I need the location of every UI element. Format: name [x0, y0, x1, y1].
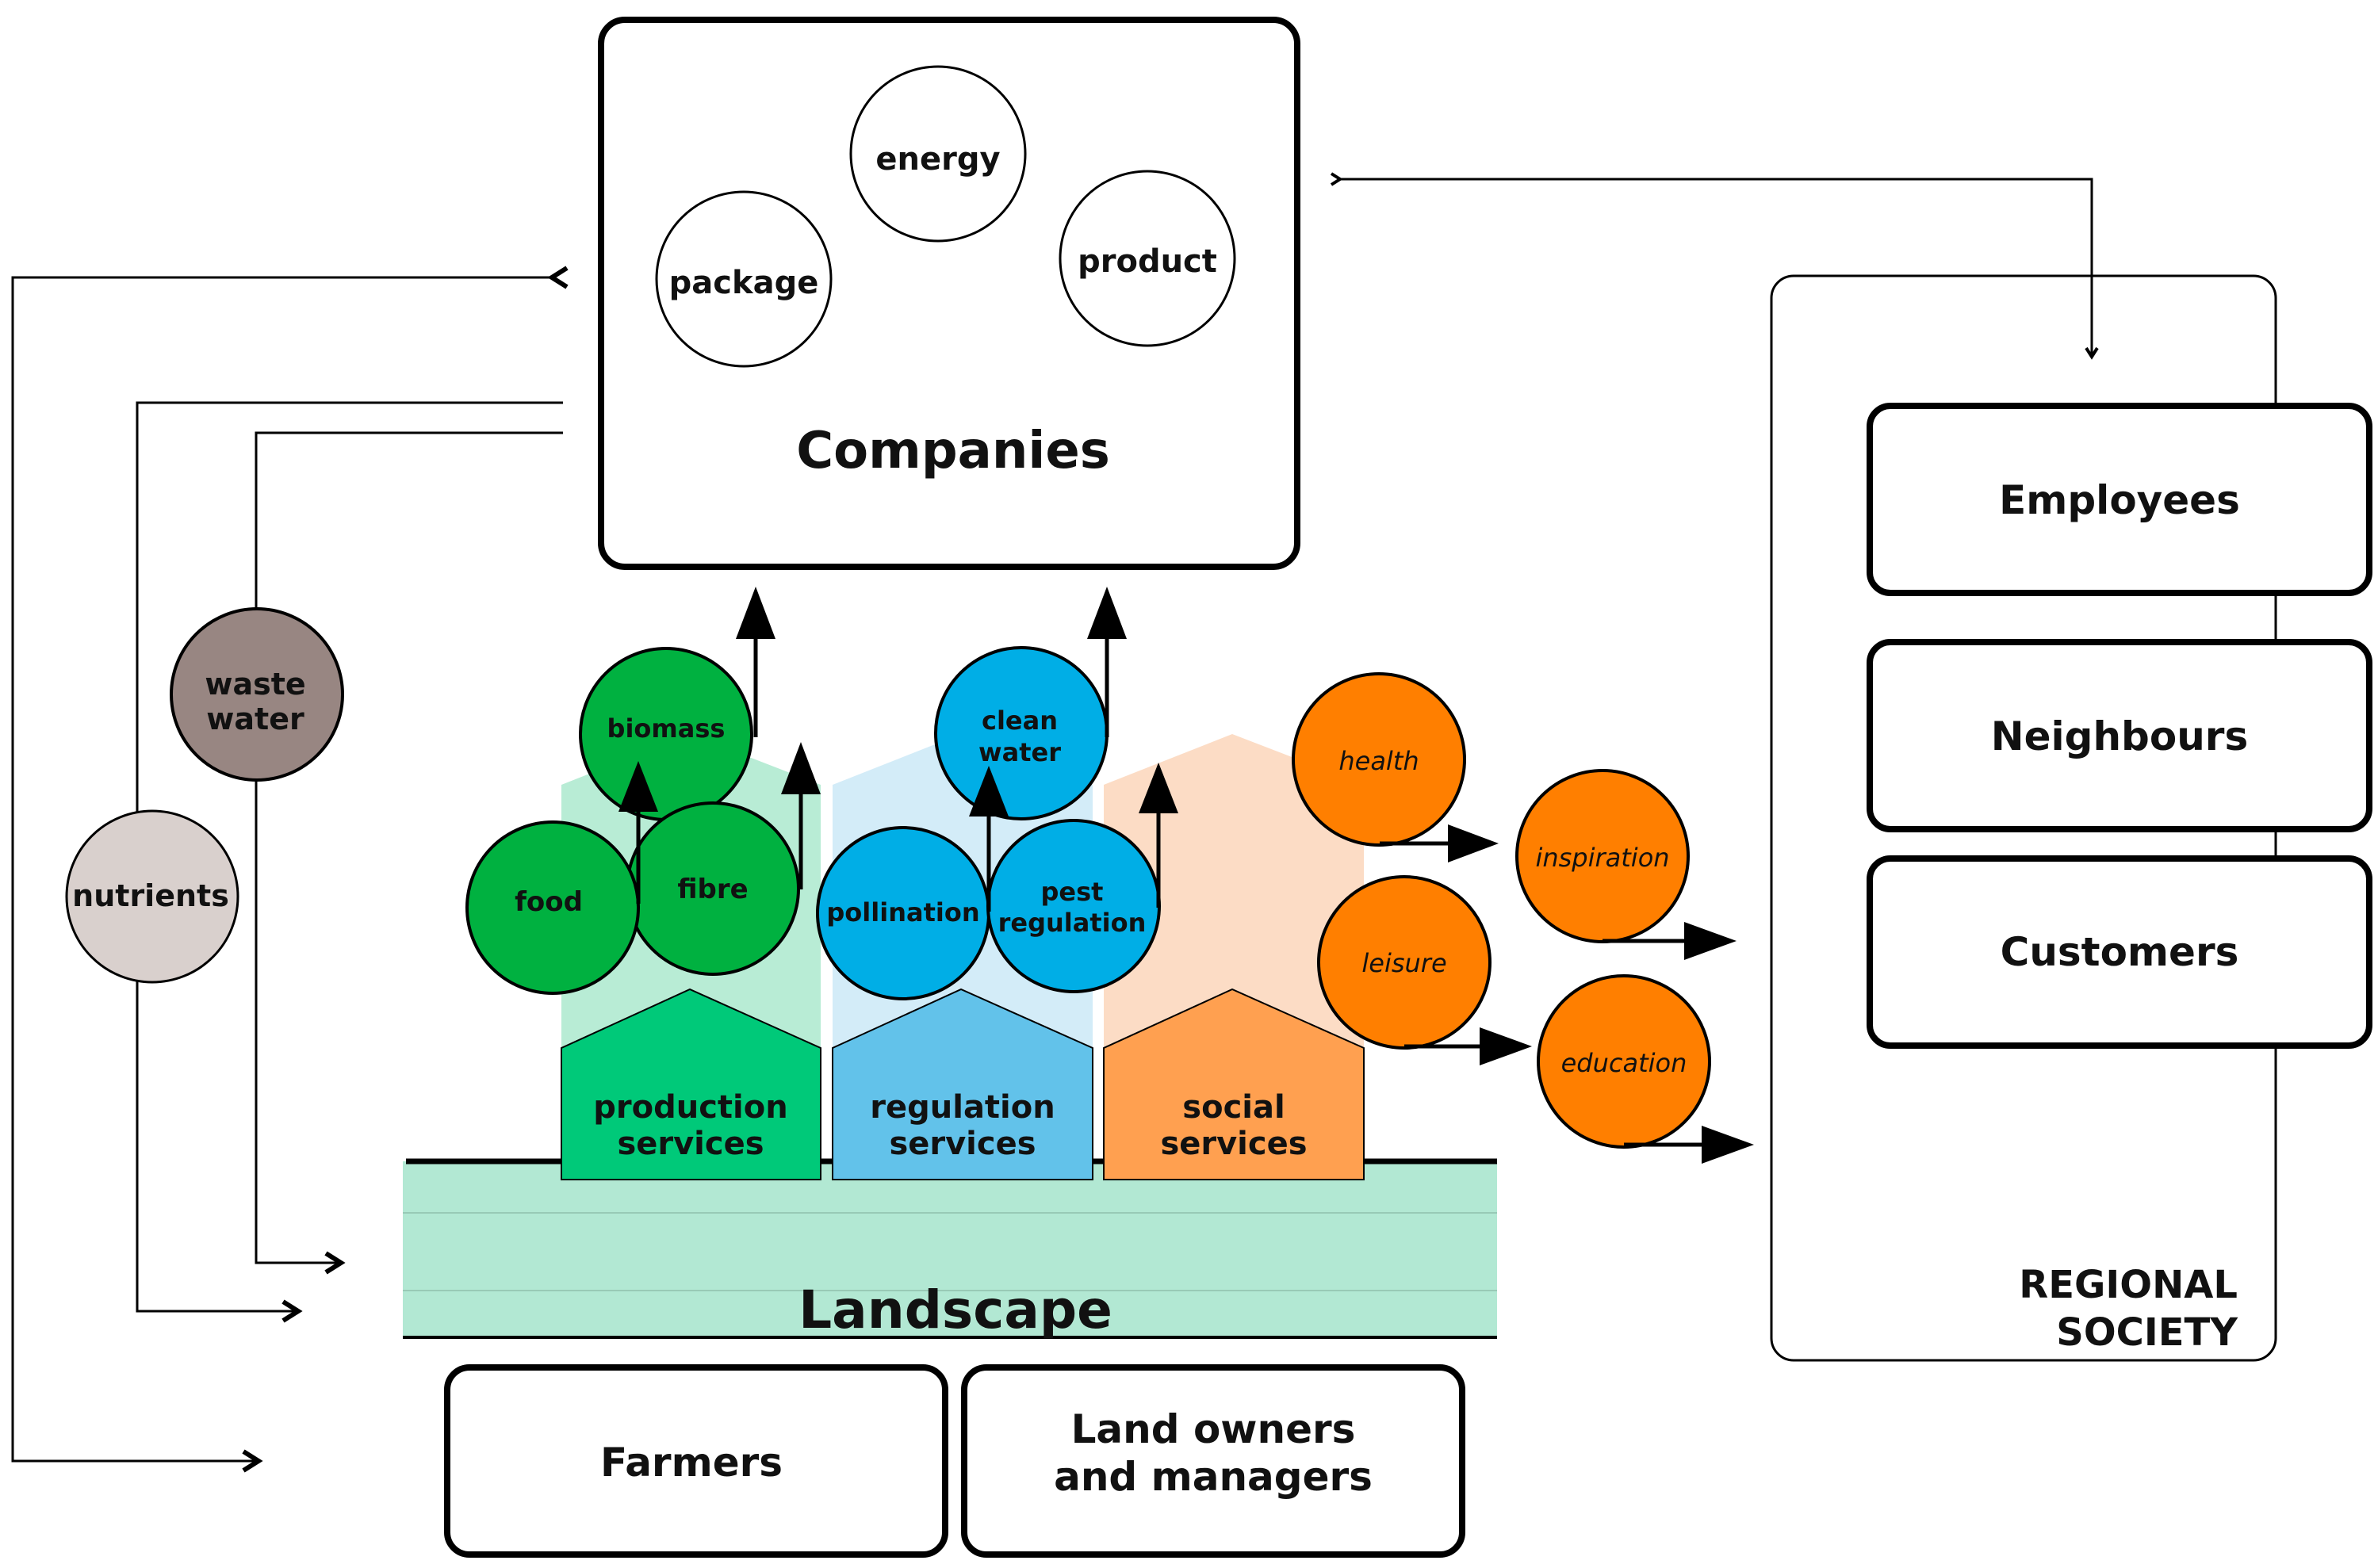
package-label: package — [669, 265, 819, 301]
social-label-2: services — [1160, 1126, 1307, 1162]
energy-circle — [849, 65, 1027, 243]
production-items: biomass fibre food — [465, 647, 800, 995]
clean-water-label-2: water — [978, 737, 1061, 767]
energy-label: energy — [875, 141, 1000, 178]
arrow-pest-head — [1139, 763, 1178, 813]
production-label-1: production — [593, 1089, 787, 1126]
arrow-food-head — [618, 761, 658, 812]
regulation-label-2: services — [889, 1126, 1036, 1162]
neighbours-box — [1867, 639, 2372, 832]
leisure-label: leisure — [1361, 948, 1446, 978]
customers-box — [1867, 855, 2372, 1049]
arrow-fibre-head — [781, 742, 821, 794]
pollination-label: pollination — [826, 897, 979, 927]
flow-waste-water-line — [255, 431, 563, 1275]
waste-water-node: waste water — [170, 607, 344, 782]
fibre-label: fibre — [677, 874, 748, 905]
customers-label: Customers — [2001, 929, 2239, 975]
food-label: food — [515, 886, 583, 918]
arrow-health-head — [1448, 824, 1499, 862]
regulation-house-shape — [832, 988, 1093, 1180]
companies-box — [598, 17, 1300, 570]
regional-society-title-2: SOCIETY — [2056, 1310, 2238, 1355]
social-label-1: social — [1182, 1089, 1285, 1126]
biomass-label: biomass — [607, 713, 726, 744]
package-circle — [655, 190, 833, 368]
waste-water-circle — [170, 607, 344, 782]
product-circle — [1059, 170, 1236, 347]
arrow-pollination-head — [969, 766, 1009, 817]
rightward-arrows — [1380, 824, 1754, 1164]
arrow-education-head — [1702, 1126, 1754, 1164]
companies-title: Companies — [796, 422, 1110, 480]
clean-water-label-1: clean — [982, 706, 1058, 736]
companies-group: energy package product Companies — [598, 17, 1300, 570]
social-items: health inspiration leisure education — [1292, 672, 1711, 1149]
health-label: health — [1338, 746, 1419, 776]
education-circle — [1537, 974, 1711, 1149]
landscape-title: Landscape — [798, 1279, 1112, 1340]
companies-society-link — [1330, 172, 2099, 360]
waste-water-label-2: water — [206, 702, 304, 736]
inspiration-label: inspiration — [1535, 843, 1669, 873]
education-label: education — [1561, 1048, 1687, 1078]
social-house-shape — [1103, 988, 1365, 1180]
regulation-services-house: regulation services — [832, 988, 1093, 1180]
land-owners-box — [961, 1364, 1465, 1558]
flow-companies-to-farmers — [11, 266, 569, 1473]
landscape-band — [403, 1161, 1497, 1337]
arrow-inspiration-head — [1684, 922, 1737, 960]
arrow-cleanwater-companies-head — [1087, 587, 1127, 639]
pest-regulation-label-2: regulation — [998, 908, 1147, 938]
nutrients-circle — [65, 809, 239, 984]
product-label: product — [1078, 243, 1217, 280]
upward-arrows — [618, 587, 1178, 912]
nutrients-node: nutrients — [65, 809, 239, 984]
employees-box — [1867, 403, 2372, 596]
health-circle — [1292, 672, 1466, 847]
farmers-box — [444, 1364, 948, 1558]
social-services-house: social services — [1103, 988, 1365, 1180]
employees-label: Employees — [1999, 477, 2240, 523]
arrow-leisure-head — [1480, 1027, 1532, 1065]
landscape-group: Landscape — [403, 1158, 1497, 1340]
land-owners-label-2: and managers — [1054, 1454, 1373, 1500]
nutrients-label: nutrients — [72, 878, 229, 913]
farmers-label: Farmers — [600, 1440, 783, 1486]
regional-society-title-1: REGIONAL — [2019, 1263, 2238, 1307]
arrow-biomass-companies-head — [736, 587, 775, 639]
neighbours-label: Neighbours — [1991, 713, 2248, 759]
regulation-label-1: regulation — [870, 1089, 1055, 1126]
production-label-2: services — [617, 1126, 764, 1162]
pest-regulation-label-1: pest — [1041, 877, 1104, 907]
regulation-items: clean water pollination pest regulation — [816, 646, 1161, 1000]
actors-group: Farmers Land owners and managers — [444, 1364, 1465, 1558]
regional-society-group: REGIONAL SOCIETY Employees Neighbours Cu… — [1770, 274, 2372, 1362]
waste-water-label-1: waste — [205, 667, 305, 702]
land-owners-label-1: Land owners — [1071, 1406, 1356, 1452]
